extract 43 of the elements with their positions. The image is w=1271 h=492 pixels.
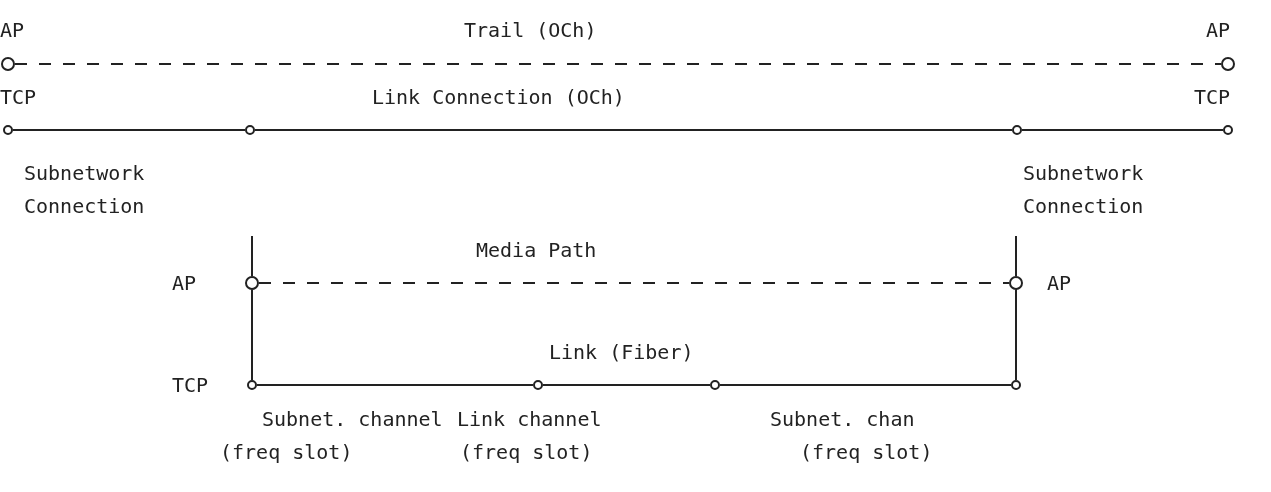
connection-label: Link Connection (OCh): [372, 83, 625, 111]
dashed-connector: [14, 63, 1222, 65]
dashed-connector: [258, 282, 1010, 284]
path-label: Media Path: [476, 236, 597, 264]
point-label: TCP: [1194, 83, 1231, 111]
connection-label: Subnetwork Connection: [1023, 160, 1145, 220]
connector-line: [251, 289, 253, 381]
connection-point: [245, 125, 255, 135]
channel-label: Subnet. chan: [770, 405, 915, 433]
channel-label: Link channel: [457, 405, 602, 433]
connector-line: [542, 384, 711, 386]
connector-line: [1015, 235, 1017, 277]
link-label: Link (Fiber): [549, 338, 694, 366]
connector-line: [1021, 129, 1224, 131]
point-label: TCP: [172, 371, 209, 399]
connection-point: [245, 276, 259, 290]
connector-line: [719, 384, 1012, 386]
trail-label: Trail (OCh): [464, 16, 597, 44]
connection-point: [1221, 57, 1235, 71]
connection-point: [1223, 125, 1233, 135]
connector-line: [256, 384, 534, 386]
point-label: AP: [1047, 269, 1072, 297]
connection-point: [247, 380, 257, 390]
slot-label: (freq slot): [220, 438, 353, 466]
connection-label: Subnetwork Connection: [24, 160, 146, 220]
point-label: TCP: [0, 83, 37, 111]
point-label: AP: [0, 16, 25, 44]
connector-line: [251, 235, 253, 277]
point-label: AP: [172, 269, 197, 297]
connection-point: [710, 380, 720, 390]
connection-point: [1012, 125, 1022, 135]
connector-line: [254, 129, 1013, 131]
connector-line: [1015, 289, 1017, 381]
slot-label: (freq slot): [800, 438, 933, 466]
slot-label: (freq slot): [460, 438, 593, 466]
point-label: AP: [1206, 16, 1231, 44]
connection-point: [1, 57, 15, 71]
connection-point: [1011, 380, 1021, 390]
connection-point: [3, 125, 13, 135]
connection-point: [533, 380, 543, 390]
connector-line: [12, 129, 246, 131]
channel-label: Subnet. channel: [262, 405, 443, 433]
connection-point: [1009, 276, 1023, 290]
